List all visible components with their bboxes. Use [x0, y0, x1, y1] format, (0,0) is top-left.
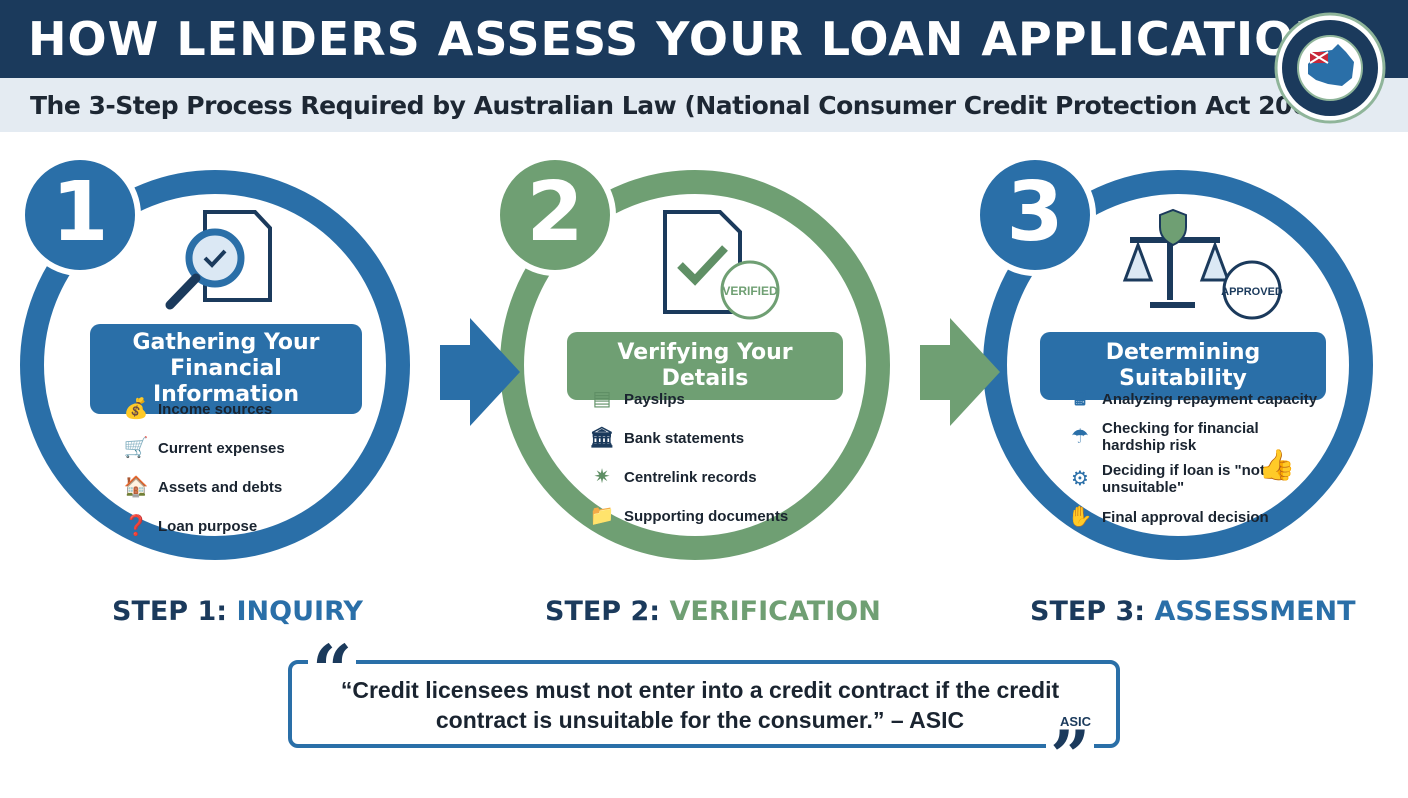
- payslip-icon: ▤: [592, 387, 612, 410]
- list-item: 🏠 Assets and debts: [122, 474, 285, 500]
- step-prefix: STEP 2:: [545, 596, 661, 627]
- bank-icon: 🏛: [589, 426, 615, 449]
- quote-box: [288, 660, 1120, 748]
- page-title: HOW LENDERS ASSESS YOUR LOAN APPLICATION: [28, 12, 1334, 66]
- list-item: ✷ Centrelink records: [588, 464, 788, 490]
- approved-stamp-icon: [1222, 260, 1282, 320]
- step-2-label: STEP 2: VERIFICATION: [545, 596, 881, 627]
- list-item: 💰 Income sources: [122, 396, 285, 422]
- list-item: ▤ Payslips: [588, 386, 788, 412]
- item-label: Assets and debts: [158, 478, 283, 496]
- item-label: Deciding if loan is "not unsuitable": [1102, 462, 1265, 496]
- item-label: Analyzing repayment capacity: [1102, 390, 1318, 408]
- house-car-icon: 🏠: [123, 475, 149, 498]
- step-name: ASSESSMENT: [1154, 596, 1356, 627]
- list-item: ✋ Final approval decision: [1066, 504, 1336, 530]
- header-bar: [0, 0, 1408, 78]
- step-2-badge: [494, 154, 616, 276]
- step-3-heading: Determining Suitability: [1040, 332, 1326, 400]
- list-item: 🖩 Analyzing repayment capacity: [1066, 386, 1336, 412]
- step-2-heading: Verifying Your Details: [567, 332, 843, 400]
- arrow-1-to-2: [440, 318, 520, 426]
- verified-stamp-icon: [720, 260, 780, 320]
- subtitle-band: [0, 78, 1408, 132]
- money-bag-icon: 💰: [123, 397, 149, 420]
- list-item: ⚙ Deciding if loan is "not unsuitable": [1066, 462, 1276, 496]
- stamp-hand-icon: ✋: [1067, 505, 1093, 528]
- step-1-number: 1: [51, 165, 109, 260]
- step-1-heading: Gathering Your Financial Information: [90, 324, 362, 414]
- magnifier-document-icon: [165, 210, 272, 310]
- checked-document-icon: VERIFIED: [663, 210, 780, 320]
- step-2-number: 2: [526, 165, 584, 260]
- asic-quote: “Credit licensees must not enter into a …: [340, 677, 1060, 733]
- umbrella-icon: ☂: [1071, 425, 1089, 448]
- step-3-label: STEP 3: ASSESSMENT: [1030, 596, 1356, 627]
- item-label: Payslips: [624, 390, 685, 408]
- step-1-label: STEP 1: INQUIRY: [112, 596, 363, 627]
- list-item: 🏛 Bank statements: [588, 425, 788, 451]
- item-label: Centrelink records: [624, 468, 757, 486]
- list-item: ❓ Loan purpose: [122, 513, 285, 539]
- calculator-icon: 🖩: [1074, 387, 1086, 410]
- step-1-badge: [19, 154, 141, 276]
- item-label: Current expenses: [158, 439, 285, 457]
- list-item: ☂ Checking for financial hardship risk: [1066, 420, 1296, 454]
- step-2-list: ▤ Payslips 🏛 Bank statements ✷ Centrelink r…: [588, 386, 788, 529]
- item-label: Income sources: [158, 400, 273, 418]
- step-name: VERIFICATION: [669, 596, 881, 627]
- page-subtitle: The 3-Step Process Required by Australia…: [30, 91, 1337, 120]
- gears-icon: ⚙: [1071, 467, 1089, 490]
- step-prefix: STEP 3:: [1030, 596, 1146, 627]
- list-item: 🛒 Current expenses: [122, 435, 285, 461]
- open-quote-icon: “: [308, 636, 357, 706]
- step-name: INQUIRY: [236, 596, 363, 627]
- centrelink-star-icon: ✷: [593, 465, 611, 488]
- item-label: Final approval decision: [1102, 508, 1269, 526]
- item-label: Loan purpose: [158, 517, 258, 535]
- thumbs-up-icon: 👍: [1258, 449, 1296, 482]
- item-label: Bank statements: [624, 429, 745, 447]
- question-head-icon: ❓: [123, 514, 149, 537]
- list-item: 📁 Supporting documents: [588, 503, 789, 529]
- item-label: Supporting documents: [624, 507, 789, 525]
- shopping-cart-icon: 🛒: [123, 436, 149, 459]
- asic-logo-label: ASIC: [1060, 714, 1092, 729]
- scales-shield-icon: APPROVED: [1122, 208, 1283, 320]
- item-label: Checking for financial hardship risk: [1102, 420, 1259, 454]
- step-prefix: STEP 1:: [112, 596, 228, 627]
- step-3-badge: [974, 154, 1096, 276]
- folder-icon: 📁: [589, 504, 615, 527]
- verified-stamp-text: VERIFIED: [722, 284, 778, 298]
- step-3-number: 3: [1006, 165, 1064, 260]
- approved-stamp-text: APPROVED: [1221, 286, 1283, 298]
- step-1-list: 💰 Income sources 🛒 Current expenses 🏠 Asset…: [122, 396, 285, 539]
- step-3-list: 🖩 Analyzing repayment capacity ☂ Checking …: [1066, 386, 1336, 530]
- arrow-2-to-3: [920, 318, 1000, 426]
- compliance-seal-logo: [1274, 12, 1386, 124]
